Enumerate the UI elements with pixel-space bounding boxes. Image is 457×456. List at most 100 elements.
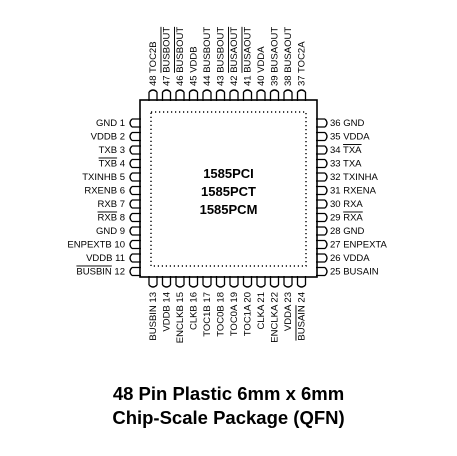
pin-28-pad: [316, 226, 328, 236]
pin-46-num: 46: [175, 75, 186, 86]
pin-16-label: CLKB 16: [188, 292, 199, 330]
pin-47-name: BUSBOUT: [161, 27, 172, 73]
pin-3-num: 3: [120, 145, 125, 156]
pin-17-label: TOC1B 17: [202, 292, 213, 337]
pin-5-num: 5: [120, 172, 125, 183]
pin-29-label: 29 RXA: [330, 212, 363, 223]
pin-29-num: 29: [330, 212, 341, 223]
pin-37-pad: [296, 89, 307, 101]
pin-2-pad: [129, 131, 141, 142]
pin-12-num: 12: [114, 266, 125, 277]
pin-19-pad: [229, 276, 239, 288]
pin-42-pad: [229, 89, 239, 101]
pin-19-label: TOC0A 19: [229, 292, 240, 336]
pin-17-pad: [202, 276, 212, 288]
pin-12-label: BUSBIN 12: [76, 266, 125, 277]
pin-26-label: 26 VDDA: [330, 253, 370, 264]
pin-32-label: 32 TXINHA: [330, 172, 379, 183]
pin-30-label: 30 RXA: [330, 199, 363, 210]
caption-line-2: Chip-Scale Package (QFN): [112, 407, 345, 428]
pin-32-num: 32: [330, 172, 341, 183]
pin-25-num: 25: [330, 266, 341, 277]
pin-3-name: TXB: [99, 145, 117, 156]
pin-12-pad: [129, 266, 141, 277]
pin-13-name: BUSBIN: [148, 305, 159, 341]
pin-29-name: RXA: [343, 212, 363, 223]
pin-32-pad: [316, 172, 328, 182]
pin-40-num: 40: [256, 75, 267, 86]
pin-1-num: 1: [120, 118, 125, 129]
pin-19-num: 19: [229, 292, 240, 303]
pin-14-num: 14: [161, 292, 172, 303]
pin-31-label: 31 RXENA: [330, 185, 377, 196]
pin-42-label: 42 BUSAOUT: [229, 27, 240, 86]
pin-22-pad: [269, 276, 280, 288]
pin-47-num: 47: [161, 75, 172, 86]
pin-13-num: 13: [148, 292, 159, 303]
pin-5-name: TXINHB: [82, 172, 117, 183]
pin-17-name: TOC1B: [202, 305, 213, 337]
pin-41-label: 41 BUSAOUT: [242, 27, 253, 86]
pin-38-label: 38 BUSAOUT: [283, 27, 294, 86]
pin-38-pad: [283, 89, 293, 101]
pin-8-label: RXB 8: [98, 212, 125, 223]
pin-46-pad: [175, 89, 185, 101]
pin-35-pad: [316, 131, 328, 142]
pin-31-pad: [316, 185, 328, 196]
pin-22-num: 22: [269, 292, 280, 303]
pin-10-name: ENPEXTB: [67, 239, 111, 250]
pin-28-label: 28 GND: [330, 226, 364, 237]
pin-47-label: 47 BUSBOUT: [161, 27, 172, 86]
pin-23-label: VDDA 23: [283, 292, 294, 331]
pin-24-label: BUSAIN 24: [296, 292, 307, 341]
pin-24-num: 24: [296, 292, 307, 303]
pin-26-name: VDDA: [343, 253, 370, 264]
pin-39-pad: [269, 89, 280, 101]
pin-45-num: 45: [188, 75, 199, 86]
pin-33-pad: [316, 158, 328, 169]
pin-40-label: 40 VDDA: [256, 46, 267, 86]
pin-13-pad: [148, 276, 158, 288]
pin-18-name: TOC0B: [215, 305, 226, 337]
pin-46-name: BUSBOUT: [175, 27, 186, 73]
pin-11-name: VDDB: [86, 253, 112, 264]
pin-30-name: RXA: [343, 199, 363, 210]
pin-13-label: BUSBIN 13: [148, 292, 159, 341]
pin-48-name: TOC2B: [148, 41, 159, 73]
part-number-1: 1585PCI: [203, 166, 254, 181]
pin-6-label: RXENB 6: [84, 185, 125, 196]
pin-2-name: VDDB: [91, 131, 117, 142]
pin-32-name: TXINHA: [343, 172, 379, 183]
pin-46-label: 46 BUSBOUT: [175, 27, 186, 86]
pin-44-label: 44 BUSBOUT: [202, 27, 213, 86]
pin-21-pad: [256, 276, 266, 288]
pin-23-name: VDDA: [283, 304, 294, 331]
pin-8-num: 8: [120, 212, 125, 223]
pin-41-num: 41: [242, 75, 253, 86]
pin-38-name: BUSAOUT: [283, 27, 294, 73]
pin-18-num: 18: [215, 292, 226, 303]
pin-3-label: TXB 3: [99, 145, 125, 156]
part-number-3: 1585PCM: [200, 202, 258, 217]
pin-24-name: BUSAIN: [296, 305, 307, 341]
pin-40-name: VDDA: [256, 46, 267, 73]
pin-7-name: RXB: [98, 199, 118, 210]
pin-36-pad: [316, 118, 328, 128]
pin-37-num: 37: [296, 75, 307, 86]
pin-36-name: GND: [343, 118, 364, 129]
pin-8-pad: [129, 212, 141, 223]
pin-16-num: 16: [188, 292, 199, 303]
pin-1-pad: [129, 118, 141, 128]
pin-4-label: TXB 4: [99, 158, 125, 169]
pin-35-num: 35: [330, 131, 341, 142]
pin-39-name: BUSAOUT: [269, 27, 280, 73]
pin-21-name: CLKA: [256, 304, 267, 329]
package-body: [139, 99, 318, 278]
pin-14-name: VDDB: [161, 305, 172, 331]
pin-28-name: GND: [343, 226, 364, 237]
pin-1-label: GND 1: [96, 118, 125, 129]
part-number-2: 1585PCT: [201, 184, 256, 199]
pin-31-num: 31: [330, 185, 341, 196]
